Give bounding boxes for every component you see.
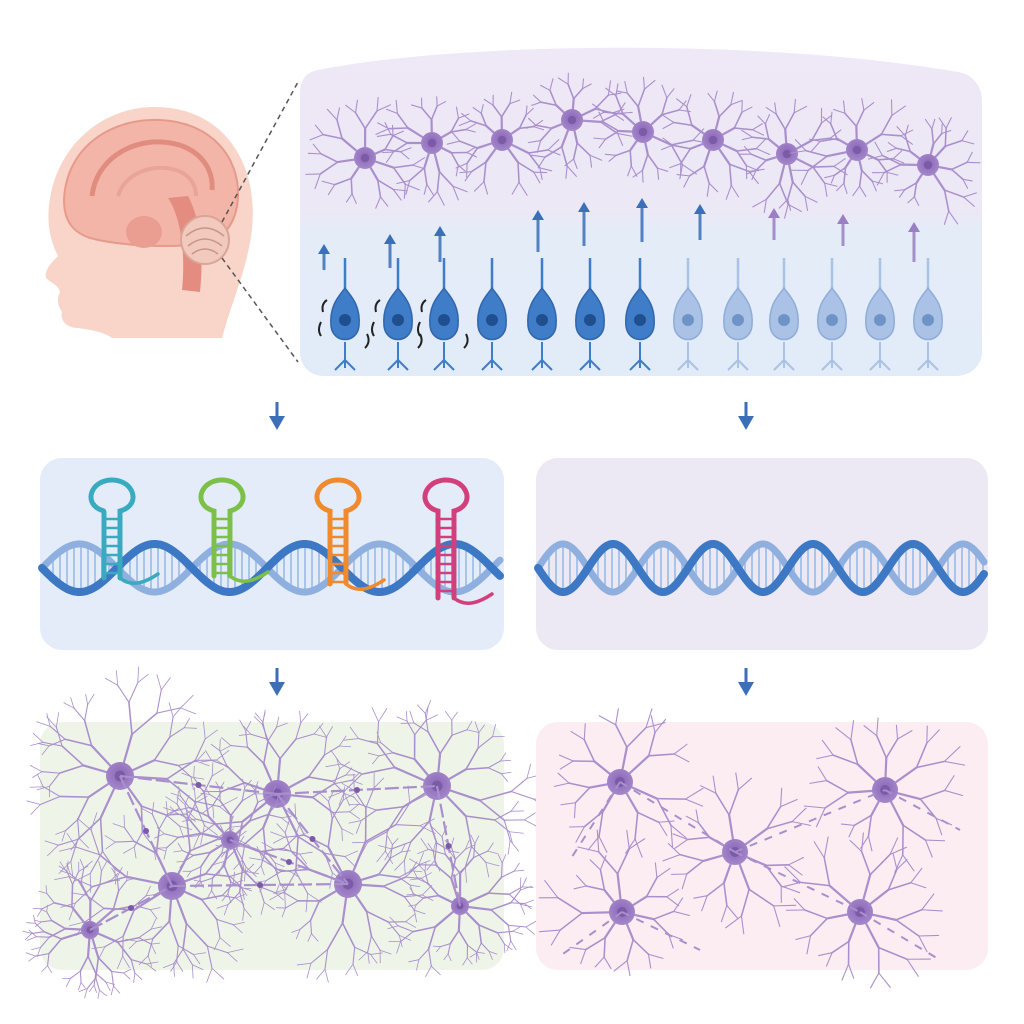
sparse-axon: [884, 789, 961, 831]
progenitor-cell-icon: [913, 258, 943, 371]
cortex-neuron-icon: [446, 91, 561, 196]
neuron-icon: [387, 825, 539, 977]
axon-connection: [276, 784, 438, 796]
brain-fold: [89, 139, 215, 197]
dividing-mark-icon: [417, 299, 469, 349]
progenitor-cell-icon: [817, 258, 847, 371]
progenitor-cell-icon: [625, 258, 655, 371]
cortex-neuron-icon: [590, 76, 710, 183]
neuron-icon: [781, 832, 943, 989]
flow-arrows: [269, 402, 754, 696]
cortex-neuron-icon: [305, 96, 426, 209]
axon-connection: [119, 775, 173, 887]
zoom-line-bottom: [221, 257, 299, 363]
progenitor-cell-icon: [673, 258, 703, 371]
rna-hairpin-teal-icon: [88, 477, 160, 585]
progenitor-cell-icon: [371, 258, 423, 371]
dna-helix-icon: [534, 540, 988, 596]
brain-fold-inner: [116, 165, 198, 197]
axon-connection: [89, 885, 173, 931]
rna-hairpin-green-icon: [198, 477, 270, 583]
up-arrow-icon: [532, 210, 544, 252]
neuron-icon: [22, 858, 163, 999]
up-arrow-icon: [636, 198, 648, 242]
cortex-neuron-icon: [867, 117, 981, 225]
progenitor-cell-icon: [417, 258, 469, 371]
rna-dna-panel: [40, 458, 504, 650]
axon-connection: [276, 793, 349, 885]
down-arrow-icon: [269, 668, 285, 696]
cortex-neuron-icon: [661, 90, 771, 200]
progenitor-cell-icon: [527, 258, 557, 371]
neuron-icon: [662, 772, 811, 935]
dividing-mark-icon: [318, 299, 370, 349]
cortex-neuron-icon: [789, 98, 914, 197]
up-arrow-icon: [578, 202, 590, 246]
down-arrow-icon: [738, 668, 754, 696]
progenitor-cell-icon: [723, 258, 753, 371]
progenitor-cell-icon: [865, 258, 895, 371]
progenitor-cell-icon: [769, 258, 799, 371]
up-arrow-icon: [318, 244, 330, 270]
axon-connection: [229, 838, 349, 886]
neuron-icon: [54, 787, 260, 983]
cerebellum-icon: [180, 215, 230, 265]
sparse-axon: [559, 911, 623, 957]
dense-neuron-network: [22, 666, 552, 999]
neuron-icon: [553, 708, 704, 858]
dna-panel: [536, 458, 988, 650]
up-arrow-icon: [384, 234, 396, 268]
sparse-axon: [619, 781, 736, 853]
dense-network-panel: [40, 722, 504, 970]
up-arrow-icon: [694, 204, 706, 240]
up-arrow-icon: [434, 226, 446, 262]
migration-arrows: [318, 198, 920, 270]
down-arrow-icon: [738, 402, 754, 430]
rna-hairpin-orange-icon: [314, 477, 386, 591]
up-arrow-icon: [837, 214, 849, 246]
sparse-neuron-network: [538, 708, 966, 989]
progenitor-cell-row: [318, 258, 943, 371]
dna-helix-icon: [534, 540, 988, 596]
axon-connection: [171, 882, 349, 888]
cortex-neuron-icon: [375, 96, 477, 206]
cortex-neuron-layer: [305, 72, 981, 225]
up-arrow-icon: [768, 208, 780, 240]
progenitor-cell-icon: [318, 258, 370, 371]
thalamus: [126, 216, 162, 248]
neuron-icon: [249, 772, 436, 983]
rna-hairpin-magenta-icon: [422, 477, 494, 605]
up-arrow-icon: [908, 222, 920, 262]
sparse-axon: [734, 851, 861, 913]
axon-connection: [435, 785, 462, 907]
cortex-neuron-icon: [525, 72, 633, 179]
down-arrow-icon: [269, 402, 285, 430]
sparse-axon: [734, 789, 886, 853]
progenitor-cell-icon: [477, 258, 507, 371]
cortex-neuron-icon: [738, 98, 848, 219]
progenitor-cell-icon: [575, 258, 605, 371]
rna-hairpin-group: [88, 477, 494, 605]
child-head-brain-icon: [45, 81, 299, 363]
axon-connection: [119, 774, 278, 796]
